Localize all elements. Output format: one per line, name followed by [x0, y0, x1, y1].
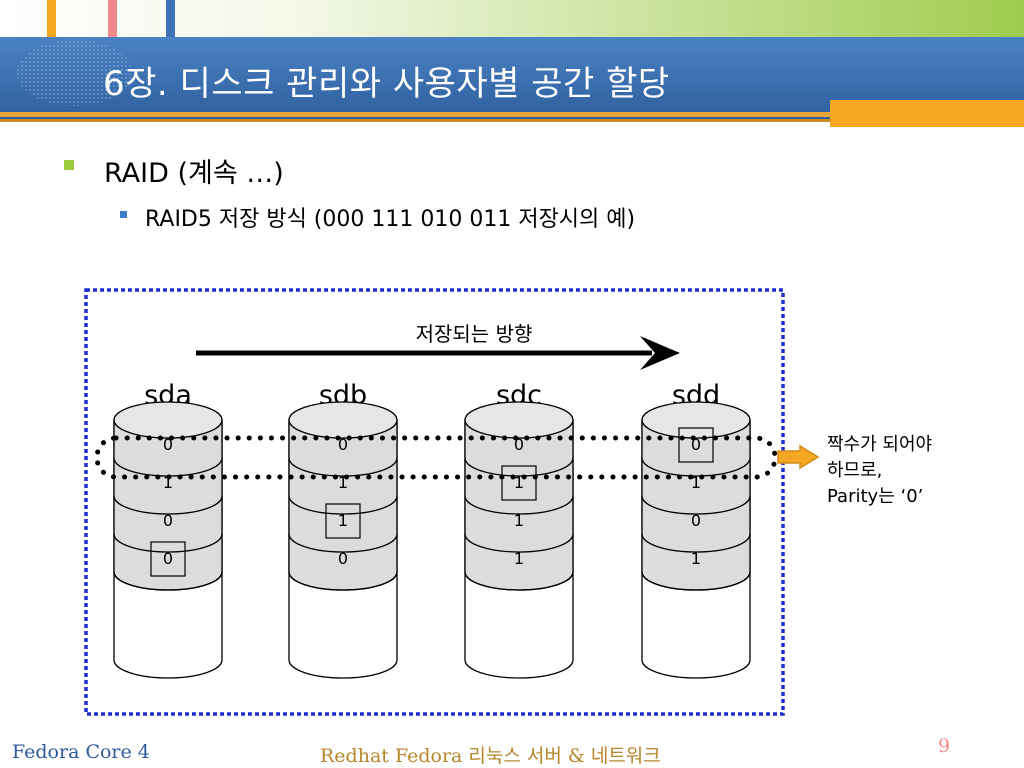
parity-box	[678, 427, 714, 463]
diagram-outline	[84, 288, 785, 716]
bullet-marker-blue	[120, 211, 127, 218]
note-line-1: 짝수가 되어야	[827, 434, 933, 455]
disk-row-line	[288, 571, 398, 591]
bit-sdc-3: 1	[514, 549, 524, 568]
bit-sdc-1: 1	[514, 473, 524, 492]
disk-row-line	[113, 571, 223, 591]
disk-top	[641, 401, 751, 439]
disk-row-line	[641, 495, 751, 515]
footer-left: Fedora Core 4	[12, 741, 150, 763]
bullet-raid5: RAID5 저장 방식 (000 111 010 011 저장시의 예)	[145, 207, 636, 232]
disk-row-line	[464, 495, 574, 515]
disk-row-line	[288, 533, 398, 553]
disk-row-line	[641, 457, 751, 477]
accent-stripe-blue	[166, 0, 175, 37]
bullet-marker-green	[64, 160, 74, 170]
bullet-raid: RAID (계속 …)	[104, 158, 284, 189]
accent-stripe-pink	[108, 0, 117, 37]
bit-sdb-1: 1	[338, 473, 348, 492]
bit-sdb-0: 0	[338, 435, 348, 454]
bit-sdd-1: 1	[691, 473, 701, 492]
parity-box	[150, 541, 186, 577]
note-line-3: Parity는 ‘0’	[827, 486, 924, 507]
note-line-2: 하므로,	[827, 460, 883, 481]
bit-sda-2: 0	[163, 511, 173, 530]
bit-sdc-2: 1	[514, 511, 524, 530]
note-arrow	[777, 444, 820, 470]
bit-sdd-0: 0	[691, 435, 701, 454]
disk-top	[113, 401, 223, 439]
parity-stripe-outline	[94, 435, 778, 480]
accent-stripe-orange	[47, 0, 56, 37]
direction-arrow-head	[640, 336, 680, 370]
bit-sdc-0: 0	[514, 435, 524, 454]
disk-row-line	[641, 533, 751, 553]
parity-note: 짝수가 되어야 하므로, Parity는 ‘0’	[827, 432, 932, 510]
bit-sdb-3: 0	[338, 549, 348, 568]
disk-row-line	[288, 495, 398, 515]
disk-top	[464, 401, 574, 439]
bit-sda-1: 1	[163, 473, 173, 492]
disk-row-line	[464, 533, 574, 553]
bit-sdd-3: 1	[691, 549, 701, 568]
parity-box	[325, 503, 361, 539]
disk-row-line	[113, 533, 223, 553]
bit-sdd-2: 0	[691, 511, 701, 530]
header-graphic	[0, 0, 1024, 127]
disk-row-line	[641, 571, 751, 591]
slide-title: 6장. 디스크 관리와 사용자별 공간 할당	[103, 64, 670, 104]
direction-label: 저장되는 방향	[416, 322, 533, 346]
bit-sdb-2: 1	[338, 511, 348, 530]
page-number: 9	[938, 735, 951, 757]
disk-row-line	[464, 457, 574, 477]
disk-row-line	[464, 571, 574, 591]
bit-sda-3: 0	[163, 549, 173, 568]
disk-top	[288, 401, 398, 439]
disk-row-line	[113, 495, 223, 515]
bit-sda-0: 0	[163, 435, 173, 454]
parity-box	[501, 465, 537, 501]
disk-row-line	[288, 457, 398, 477]
footer-center: Redhat Fedora 리눅스 서버 & 네트워크	[320, 745, 661, 767]
